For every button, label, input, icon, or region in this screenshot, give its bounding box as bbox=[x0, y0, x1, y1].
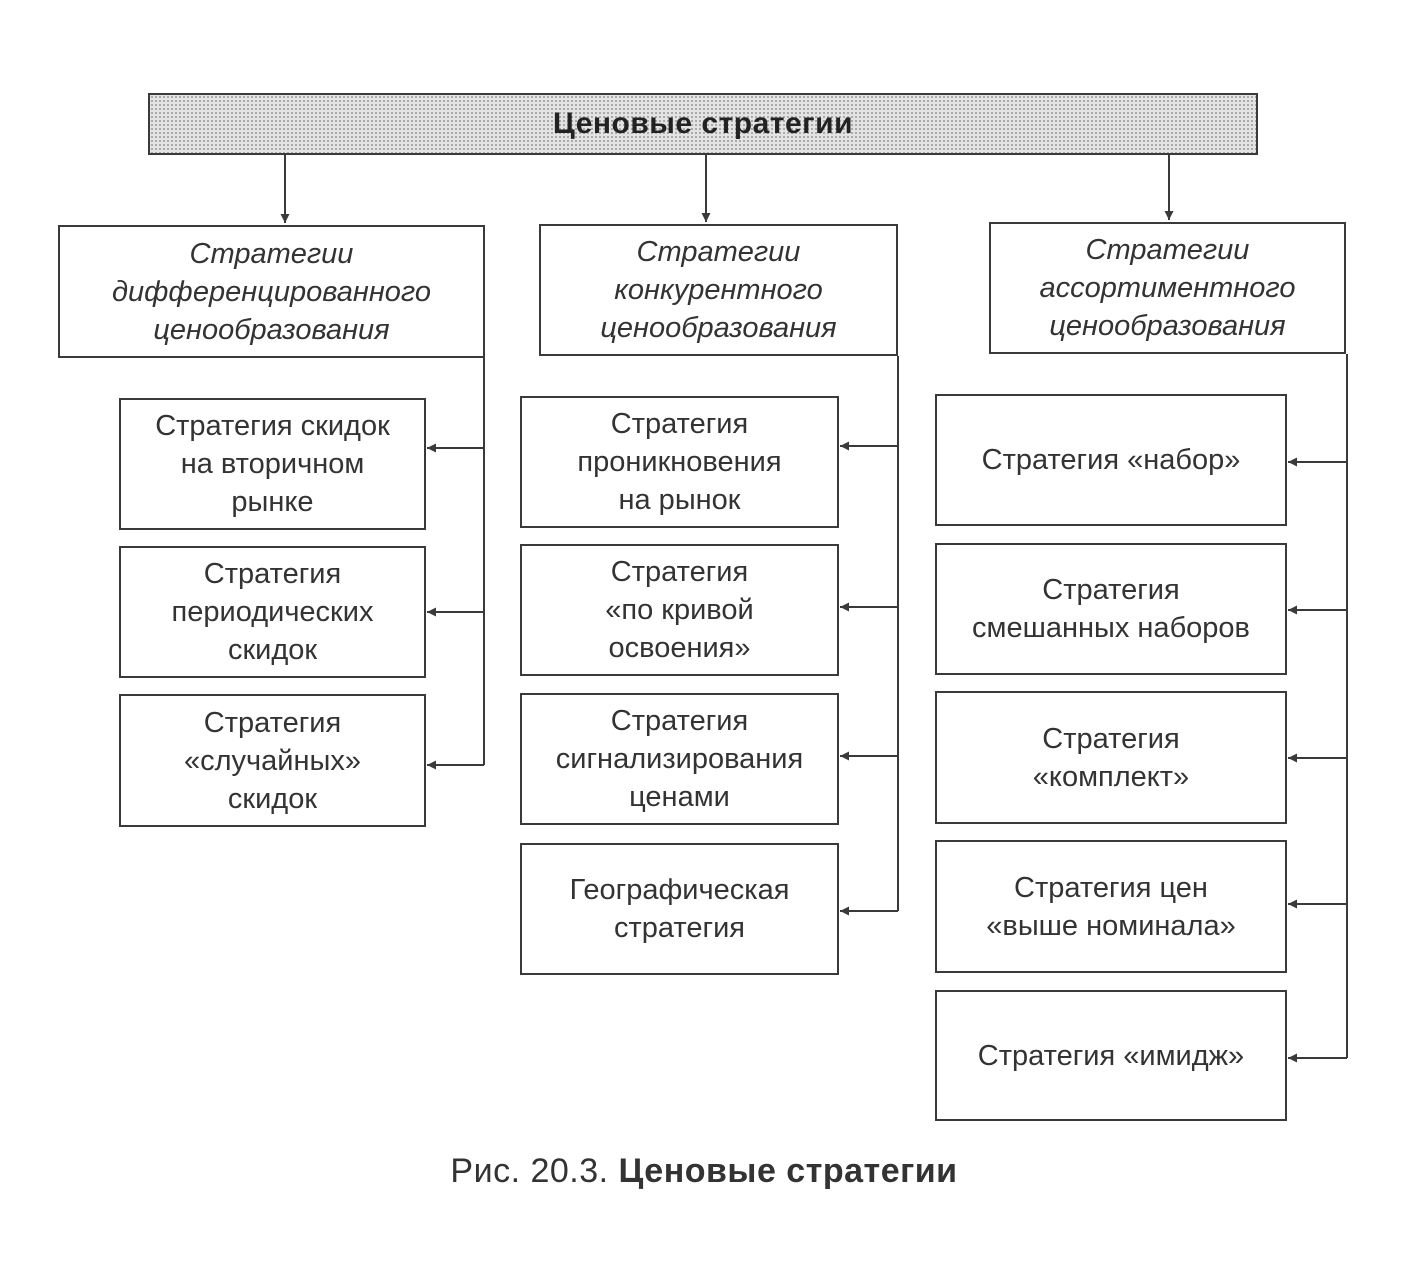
strategy-image: Стратегия «имидж» bbox=[935, 990, 1287, 1121]
strategy-label: Стратегия «набор» bbox=[981, 444, 1241, 476]
strategy-price-signaling: Стратегия сигнализирования ценами bbox=[520, 693, 839, 825]
strategy-secondary-market-discounts: Стратегия скидок на вторичном рынке bbox=[119, 398, 426, 530]
caption-prefix: Рис. 20.3. bbox=[450, 1152, 609, 1190]
category-differentiated-pricing: Стратегии дифференцированного ценообразо… bbox=[58, 225, 485, 358]
strategy-label: Стратегия периодических скидок bbox=[171, 558, 374, 666]
category-competitive-pricing: Стратегии конкурентного ценообразования bbox=[539, 224, 898, 356]
category-label: Стратегии дифференцированного ценообразо… bbox=[111, 237, 432, 346]
strategy-random-discounts: Стратегия «случайных» скидок bbox=[119, 694, 426, 827]
strategy-label: Стратегия скидок на вторичном рынке bbox=[155, 410, 390, 518]
strategy-bundle: Стратегия «набор» bbox=[935, 394, 1287, 526]
strategy-label: Стратегия смешанных наборов bbox=[972, 574, 1250, 644]
strategy-learning-curve: Стратегия «по кривой освоения» bbox=[520, 544, 839, 676]
strategy-label: Стратегия «по кривой освоения» bbox=[605, 556, 754, 664]
strategy-geographic: Географическая стратегия bbox=[520, 843, 839, 975]
category-label: Стратегии конкурентного ценообразования bbox=[600, 236, 837, 344]
root-label: Ценовые стратегии bbox=[552, 107, 854, 140]
root-box: Ценовые стратегии bbox=[148, 93, 1258, 155]
category-assortment-pricing: Стратегии ассортиментного ценообразовани… bbox=[989, 222, 1346, 354]
strategy-periodic-discounts: Стратегия периодических скидок bbox=[119, 546, 426, 678]
strategy-label: Стратегия «имидж» bbox=[977, 1039, 1245, 1072]
strategy-mixed-bundles: Стратегия смешанных наборов bbox=[935, 543, 1287, 675]
strategy-label: Стратегия цен «выше номинала» bbox=[986, 871, 1236, 942]
strategy-above-face-value: Стратегия цен «выше номинала» bbox=[935, 840, 1287, 973]
category-label: Стратегии ассортиментного ценообразовани… bbox=[1039, 234, 1296, 342]
strategy-label: Географическая стратегия bbox=[569, 874, 790, 944]
figure-caption: Рис. 20.3. Ценовые стратегии bbox=[0, 1152, 1408, 1191]
strategy-market-penetration: Стратегия проникновения на рынок bbox=[520, 396, 839, 528]
strategy-kit: Стратегия «комплект» bbox=[935, 691, 1287, 824]
strategy-label: Стратегия «комплект» bbox=[1032, 722, 1190, 793]
strategy-label: Стратегия «случайных» скидок bbox=[184, 706, 361, 815]
caption-title: Ценовые стратегии bbox=[618, 1152, 958, 1190]
strategy-label: Стратегия проникновения на рынок bbox=[577, 408, 782, 516]
strategy-label: Стратегия сигнализирования ценами bbox=[555, 705, 804, 813]
